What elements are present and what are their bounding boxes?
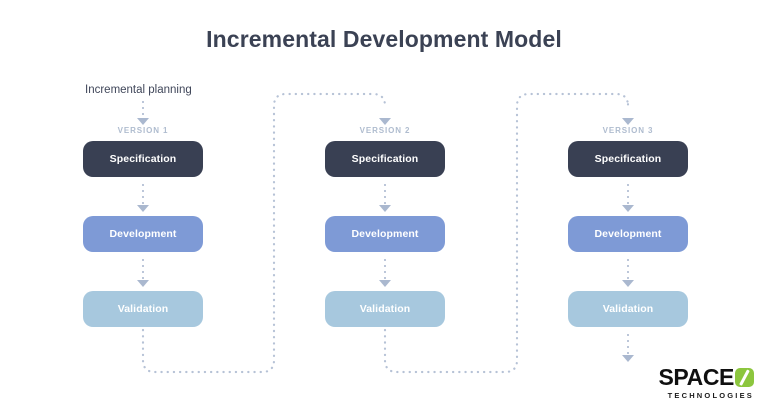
arrow-head-icon [379, 280, 391, 287]
stage-box-specification-3[interactable]: Specification [568, 141, 688, 177]
version-column-3: VERSION 3 Specification Development Vali… [568, 0, 688, 414]
dotted-line [627, 182, 629, 205]
dotted-line [142, 99, 144, 118]
arrow-development-to-validation-2 [325, 257, 445, 287]
arrow-planning-to-version-1 [83, 99, 203, 125]
logo-word: SPACE [658, 364, 734, 390]
arrow-head-icon [137, 280, 149, 287]
arrow-head-icon [137, 205, 149, 212]
dotted-line [384, 182, 386, 205]
version-label-1: VERSION 1 [117, 126, 169, 135]
page-title: Incremental Development Model [206, 26, 562, 52]
arrow-specification-to-development-1 [83, 182, 203, 212]
logo-wordmark-row: SPACE [658, 366, 754, 389]
arrow-head-icon [379, 118, 391, 125]
dotted-line [384, 257, 386, 280]
stage-box-development-1[interactable]: Development [83, 216, 203, 252]
arrow-head-icon [622, 355, 634, 362]
stage-box-development-3[interactable]: Development [568, 216, 688, 252]
version-label-3: VERSION 3 [602, 126, 654, 135]
brand-logo: SPACE TECHNOLOGIES [658, 366, 754, 400]
arrow-head-icon [622, 118, 634, 125]
arrow-loopback-to-version-3 [568, 99, 688, 125]
arrow-development-to-validation-3 [568, 257, 688, 287]
dotted-line [142, 257, 144, 280]
stage-box-specification-1[interactable]: Specification [83, 141, 203, 177]
arrow-loopback-to-version-2 [325, 99, 445, 125]
dotted-line [142, 182, 144, 205]
arrow-head-icon [379, 205, 391, 212]
incremental-planning-label: Incremental planning [85, 84, 192, 96]
stage-box-validation-3[interactable]: Validation [568, 291, 688, 327]
arrow-specification-to-development-3 [568, 182, 688, 212]
arrow-head-icon [137, 118, 149, 125]
version-label-2: VERSION 2 [359, 126, 411, 135]
arrow-head-icon [622, 280, 634, 287]
arrow-specification-to-development-2 [325, 182, 445, 212]
dotted-line [627, 257, 629, 280]
stage-box-validation-1[interactable]: Validation [83, 291, 203, 327]
logo-subtitle: TECHNOLOGIES [667, 391, 754, 400]
arrow-final-output [568, 332, 688, 362]
stage-box-specification-2[interactable]: Specification [325, 141, 445, 177]
version-column-1: VERSION 1 Specification Development Vali… [83, 0, 203, 414]
stage-box-development-2[interactable]: Development [325, 216, 445, 252]
slashed-o-mark-icon [735, 368, 754, 387]
stage-box-validation-2[interactable]: Validation [325, 291, 445, 327]
arrow-development-to-validation-1 [83, 257, 203, 287]
dotted-line [627, 332, 629, 355]
version-column-2: VERSION 2 Specification Development Vali… [325, 0, 445, 414]
arrow-head-icon [622, 205, 634, 212]
